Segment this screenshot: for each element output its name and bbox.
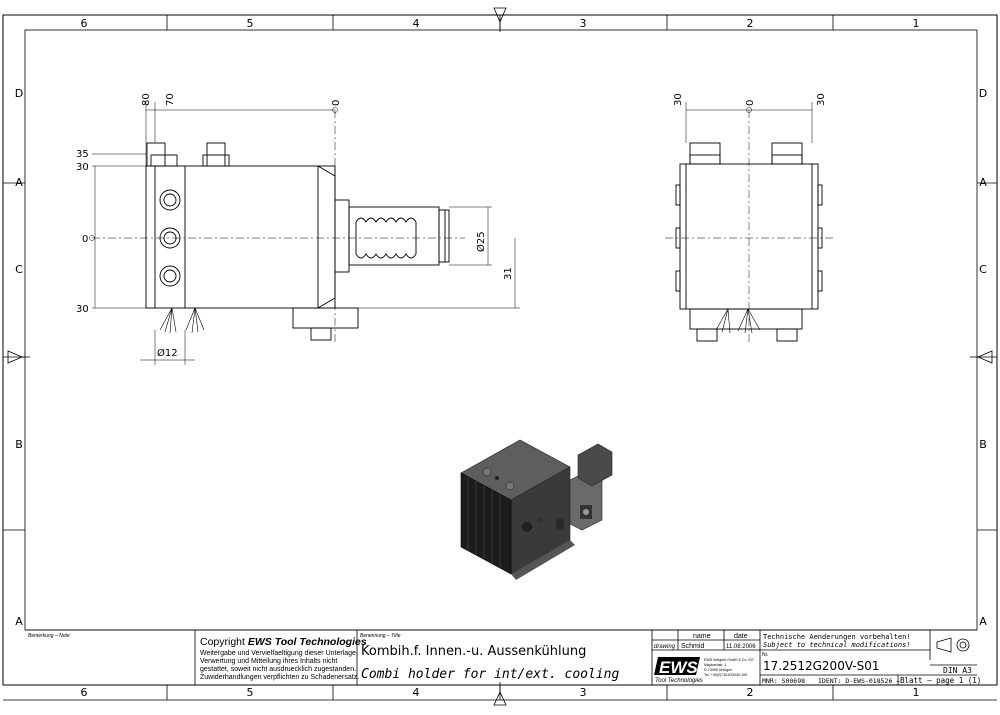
projection-symbol — [936, 637, 970, 653]
notice-english: Subject to technical modifications! — [763, 641, 911, 649]
zone-right-A: A — [979, 615, 987, 628]
side-coolant-spray — [715, 308, 761, 334]
isometric-view — [460, 439, 613, 580]
zone-labels-bottom: 6 5 4 3 2 1 — [81, 686, 920, 699]
side-dim-30-left: 30 — [673, 93, 684, 106]
zone-right-D: D — [979, 87, 987, 100]
copyright-text-4: Zuwiderhandlungen verpflichten zu Schade… — [200, 674, 359, 681]
zone-top-3: 3 — [580, 17, 587, 30]
side-dim-30-right: 30 — [816, 93, 827, 106]
top-bolt-right — [206, 142, 226, 167]
copyright-text-1: Weitergabe und Vervielfaeltigung dieser … — [200, 650, 358, 657]
dim-30-top: 30 — [76, 162, 89, 173]
shank-collar — [334, 199, 350, 273]
zone-right-mid-A: A — [979, 176, 987, 189]
zone-top-1: 1 — [913, 17, 920, 30]
bottom-block — [292, 307, 359, 329]
zone-ticks — [3, 15, 997, 700]
zone-labels-left: D C B A A — [15, 87, 23, 628]
dim-dia12: Ø12 — [157, 347, 178, 359]
mnr: MNR: S00698 — [762, 677, 805, 685]
title-german: Kombih.f. Innen.-u. Aussenkühlung — [361, 644, 586, 659]
copyright-line: Copyright EWS Tool Technologies — [200, 636, 367, 648]
row-drawing: drawing — [654, 644, 676, 650]
zone-left-mid-A: A — [15, 176, 23, 189]
dim-70: 70 — [165, 93, 176, 106]
dim-80: 80 — [141, 93, 152, 106]
side-bottom-block — [689, 308, 803, 330]
zone-left-A: A — [15, 615, 23, 628]
zone-left-C: C — [15, 263, 23, 276]
front-body — [145, 165, 336, 309]
part-number: 17.2512G200V-S01 — [763, 659, 880, 673]
title-block-texts: Bemerkung – Note Copyright EWS Tool Tech… — [28, 633, 981, 685]
centering-marks — [7, 7, 993, 706]
logo-text: EWS — [659, 658, 698, 677]
notice-german: Technische Aenderungen vorbehalten! — [763, 633, 911, 641]
nr-label: Nr. — [762, 652, 768, 658]
dim-0-left: 0 — [82, 234, 88, 245]
logo-sub: Tool Technologies — [655, 678, 703, 684]
zone-bottom-3: 3 — [580, 686, 587, 699]
zone-top-6: 6 — [81, 17, 88, 30]
front-dimensions: 80 70 0 35 30 0 30 Ø25 31 Ø12 — [76, 93, 514, 359]
dim-dia25: Ø25 — [475, 231, 487, 252]
remark-label: Bemerkung – Note — [28, 633, 70, 639]
name-label: Benennung – Title — [360, 633, 401, 639]
serration — [355, 217, 417, 259]
dim-30-bottom: 30 — [76, 304, 89, 315]
front-view — [89, 102, 520, 365]
zone-left-B: B — [15, 438, 23, 451]
dim-35: 35 — [76, 149, 89, 160]
side-view — [665, 102, 835, 345]
address-1: EWS Weigele GmbH & Co. KG — [704, 658, 754, 662]
address-3: D-73095 Uhingen — [704, 668, 732, 672]
title-block-lines — [25, 629, 977, 685]
zone-right-C: C — [979, 263, 987, 276]
ident: IDENT: D-EWS-018526 – — [818, 677, 900, 685]
title-english: Combi holder for int/ext. cooling — [361, 667, 619, 682]
zone-top-2: 2 — [747, 17, 754, 30]
zone-bottom-1: 1 — [913, 686, 920, 699]
side-dim-0: 0 — [745, 100, 756, 106]
zone-left-D: D — [15, 87, 23, 100]
zone-labels-top: 6 5 4 3 2 1 — [81, 17, 920, 30]
side-dimensions: 30 0 30 — [673, 93, 827, 106]
top-bolt-left — [146, 142, 166, 167]
zone-bottom-5: 5 — [247, 686, 254, 699]
drawn-date: 11.08.2006 — [726, 644, 756, 650]
col-name: name — [693, 633, 711, 640]
copyright-brand: EWS Tool Technologies — [248, 636, 367, 648]
copyright-text-2: Verwertung und Mitteilung ihres Inhalts … — [200, 658, 337, 665]
coolant-spray — [159, 307, 205, 334]
zone-right-B: B — [979, 438, 987, 451]
zone-bottom-4: 4 — [413, 686, 420, 699]
dim-31: 31 — [503, 267, 514, 280]
address-4: Tel. +49(0)7161/93040-100 — [704, 673, 747, 677]
zone-labels-right: D C B A A — [979, 87, 987, 628]
zone-top-5: 5 — [247, 17, 254, 30]
zone-bottom-6: 6 — [81, 686, 88, 699]
ews-logo: EWS Tool Technologies — [654, 657, 703, 684]
dim-0-top: 0 — [331, 100, 342, 106]
zone-bottom-2: 2 — [747, 686, 754, 699]
drawn-by: Schmid — [681, 643, 704, 650]
outer-frame — [2, 14, 998, 686]
copyright-text-3: gestattet, soweit nicht ausdruecklich zu… — [200, 666, 356, 673]
col-date: date — [734, 633, 748, 640]
zone-top-4: 4 — [413, 17, 420, 30]
format: DIN A3 — [943, 666, 972, 675]
sheet-info: Blatt – page 1 (1) — [900, 676, 981, 685]
address-2: Maybachstr. 1 — [704, 663, 726, 667]
